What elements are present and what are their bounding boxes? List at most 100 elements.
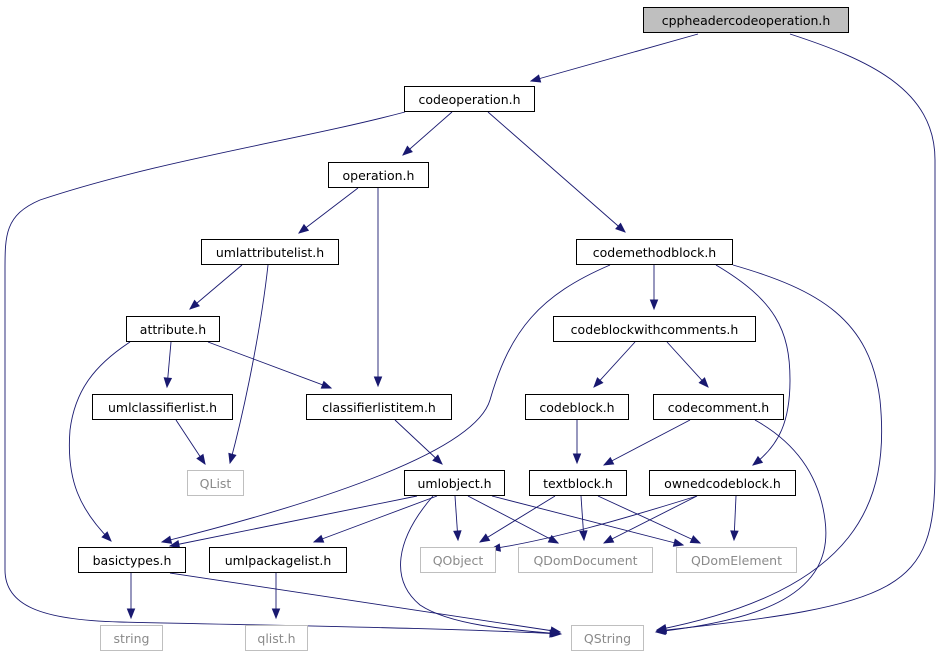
edge-line: [530, 33, 699, 82]
node-label: attribute.h: [139, 321, 207, 337]
edge-ownedcodeblock-to-QDomElement: [730, 495, 739, 542]
node-label: QDomElement: [690, 552, 783, 568]
edge-line: [666, 341, 709, 388]
arrowhead: [320, 380, 333, 389]
node-QObject: QObject: [420, 547, 496, 573]
node-textblock[interactable]: textblock.h: [529, 470, 627, 496]
edge-attribute-to-classifierlistitem: [207, 341, 333, 389]
edge-line: [656, 33, 936, 632]
node-label: operation.h: [342, 167, 415, 183]
arrowhead: [101, 531, 112, 542]
arrowhead: [373, 376, 383, 388]
edge-operation-to-umlattributelist: [298, 187, 359, 234]
arrowhead: [654, 626, 666, 636]
node-label: umlpackagelist.h: [224, 552, 332, 568]
node-label: codecomment.h: [667, 399, 770, 415]
arrowhead: [579, 530, 588, 542]
edge-line: [655, 419, 827, 633]
arrowhead: [189, 299, 200, 310]
arrowhead: [453, 530, 462, 542]
edge-codecomment-to-QString: [654, 419, 827, 636]
arrowhead: [271, 608, 281, 620]
arrowhead: [478, 533, 491, 543]
edge-codemethodblock-to-basictypes: [160, 264, 611, 544]
node-qlist: qlist.h: [245, 625, 308, 651]
edge-classifierlistitem-to-umlobject: [394, 419, 443, 465]
arrowhead: [402, 145, 413, 156]
arrowhead: [432, 454, 443, 465]
node-label: umlobject.h: [417, 475, 492, 491]
arrowhead: [550, 626, 562, 635]
node-label: QObject: [432, 552, 484, 568]
node-label: codeblockwithcomments.h: [570, 321, 739, 337]
edge-line: [402, 111, 453, 156]
node-cppheadercodeoperation[interactable]: cppheadercodeoperation.h: [643, 7, 849, 33]
edge-codemethodblock-to-ownedcodeblock: [715, 264, 791, 466]
node-attribute[interactable]: attribute.h: [126, 316, 220, 342]
edge-basictypes-to-string: [126, 573, 136, 620]
edge-line: [479, 495, 556, 543]
node-label: codeblock.h: [539, 399, 615, 415]
edge-attribute-to-umlclassifierlist: [163, 341, 173, 389]
node-umlattributelist[interactable]: umlattributelist.h: [201, 239, 339, 265]
edge-umlobject-to-QDomDocument: [467, 495, 560, 544]
node-classifierlistitem[interactable]: classifierlistitem.h: [306, 394, 452, 420]
node-label: QDomDocument: [533, 552, 638, 568]
edge-codecomment-to-textblock: [602, 419, 691, 466]
arrowhead: [602, 534, 615, 544]
arrowhead: [602, 456, 615, 466]
edge-ownedcodeblock-to-QDomDocument: [602, 495, 698, 544]
arrowhead: [689, 535, 702, 544]
arrowhead: [649, 299, 659, 311]
edge-line: [207, 341, 332, 389]
arrowhead: [672, 538, 685, 547]
node-label: umlclassifierlist.h: [107, 399, 218, 415]
arrowhead: [196, 453, 206, 466]
node-codeblock[interactable]: codeblock.h: [525, 394, 629, 420]
edge-umlpackagelist-to-qlist: [271, 573, 281, 620]
edge-line: [4, 111, 560, 635]
node-codeblockwithcomments[interactable]: codeblockwithcomments.h: [553, 316, 756, 342]
edge-umlobject-to-basictypes: [168, 495, 418, 549]
edge-codeblockwithcomments-to-codecomment: [666, 341, 709, 388]
edge-line: [68, 341, 131, 542]
edge-line: [715, 264, 791, 466]
node-basictypes[interactable]: basictypes.h: [78, 547, 186, 573]
node-umlpackagelist[interactable]: umlpackagelist.h: [209, 547, 347, 573]
node-label: codemethodblock.h: [592, 244, 717, 260]
node-ownedcodeblock[interactable]: ownedcodeblock.h: [649, 470, 796, 496]
node-codeoperation[interactable]: codeoperation.h: [404, 86, 535, 112]
edge-line: [229, 264, 269, 464]
edge-textblock-to-QDomDocument: [579, 495, 588, 542]
edge-umlclassifierlist-to-QList: [175, 419, 206, 466]
node-codemethodblock[interactable]: codemethodblock.h: [576, 239, 733, 265]
edge-line: [169, 572, 561, 633]
arrowhead: [168, 539, 181, 549]
edge-line: [656, 264, 883, 631]
edge-codeoperation-to-operation: [402, 111, 453, 156]
node-umlclassifierlist[interactable]: umlclassifierlist.h: [92, 394, 233, 420]
edge-cppheadercodeoperation-to-codeoperation: [529, 33, 699, 83]
edge-line: [400, 495, 562, 635]
arrowhead: [312, 534, 325, 543]
node-label: basictypes.h: [92, 552, 172, 568]
edge-operation-to-classifierlistitem: [373, 188, 383, 388]
edge-textblock-to-QObject: [478, 495, 556, 543]
node-umlobject[interactable]: umlobject.h: [404, 470, 505, 496]
node-operation[interactable]: operation.h: [328, 162, 429, 188]
edge-umlobject-to-QObject: [453, 495, 462, 542]
edge-line: [467, 495, 559, 544]
edge-line: [597, 495, 701, 544]
arrowhead: [572, 453, 582, 465]
edge-basictypes-to-QString: [169, 572, 562, 635]
node-label: umlattributelist.h: [215, 244, 325, 260]
edge-line: [298, 187, 359, 234]
node-codecomment[interactable]: codecomment.h: [653, 394, 784, 420]
edge-line: [490, 495, 698, 550]
edge-umlattributelist-to-attribute: [189, 264, 243, 310]
edge-umlobject-to-umlpackagelist: [312, 495, 438, 543]
node-QDomDocument: QDomDocument: [518, 547, 653, 573]
arrowhead: [529, 74, 542, 83]
